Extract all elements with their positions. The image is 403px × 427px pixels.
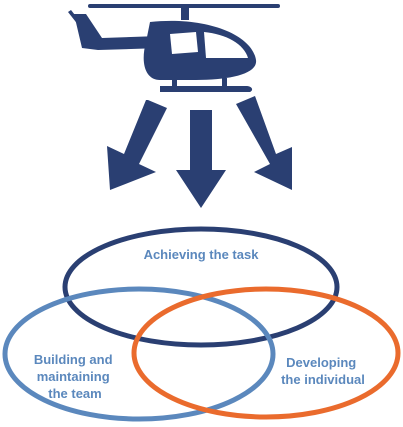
label-task-line-1: Achieving the task <box>144 247 260 262</box>
label-team-line-1: Building and <box>34 352 113 367</box>
arrow-down-icon <box>176 110 226 208</box>
label-achieving-the-task: Achieving the task <box>144 247 260 262</box>
arrow-down-right-icon <box>236 96 292 190</box>
label-developing-the-individual: Developing the individual <box>281 355 365 387</box>
label-individual-line-1: Developing <box>286 355 356 370</box>
label-building-the-team: Building and maintaining the team <box>34 352 116 401</box>
arrows-group <box>107 96 292 208</box>
label-individual-line-2: the individual <box>281 372 365 387</box>
label-team-line-3: the team <box>48 386 101 401</box>
helicopter-windows <box>170 32 248 58</box>
circle-building-the-team <box>2 286 276 422</box>
circle-achieving-the-task <box>62 226 340 348</box>
circle-developing-the-individual <box>131 286 401 420</box>
label-team-line-2: maintaining <box>37 369 110 384</box>
arrow-down-left-icon <box>107 100 167 190</box>
